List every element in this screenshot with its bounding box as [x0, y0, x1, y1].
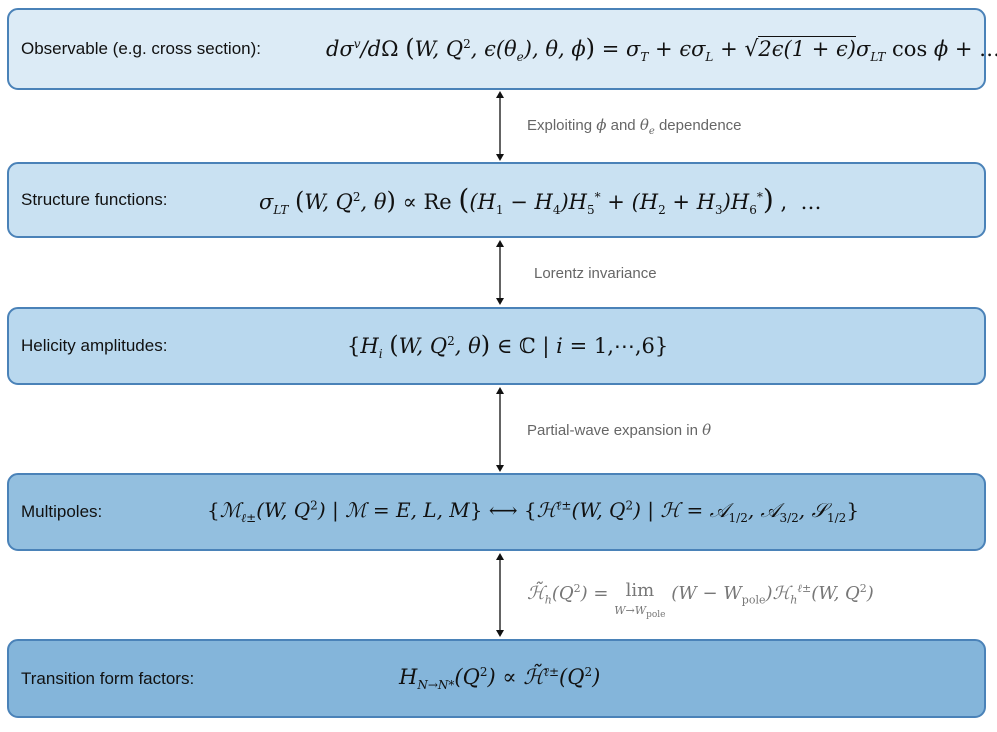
arrow-1 — [496, 91, 504, 161]
arrow-4 — [496, 553, 504, 637]
formula-observable: dσv/dΩ (W, Q2, ϵ(θe), θ, ϕ) = σT + ϵσL +… — [326, 33, 997, 65]
formula-multipoles: {ℳℓ±(W, Q2) | ℳ = E, L, M} ⟷ {ℋℓ±(W, Q2)… — [207, 498, 860, 525]
box-label-helicity-amplitudes: Helicity amplitudes: — [21, 336, 168, 355]
box-multipoles: Multipoles: {ℳℓ±(W, Q2) | ℳ = E, L, M} ⟷… — [7, 473, 986, 551]
transition-note-1: Exploiting ϕ and θe dependence — [527, 116, 742, 137]
formula-transition-form-factors: HN→N*(Q2) ∝ ℋ̃ℓ±(Q2) — [399, 664, 601, 693]
box-label-multipoles: Multipoles: — [21, 502, 103, 521]
box-label-transition-form-factors: Transition form factors: — [21, 668, 195, 688]
arrow-3 — [496, 387, 504, 472]
formula-helicity-amplitudes: {Hi (W, Q2, θ) ∈ ℂ | i = 1,⋯,6} — [347, 330, 669, 362]
transition-note-2: Lorentz invariance — [534, 265, 657, 282]
formula-structure-functions: σLT (W, Q2, θ) ∝ Re ((H1 − H4)H5* + (H2 … — [259, 182, 822, 218]
box-transition-form-factors: Transition form factors: HN→N*(Q2) ∝ ℋ̃ℓ… — [7, 639, 986, 718]
box-helicity-amplitudes: Helicity amplitudes: {Hi (W, Q2, θ) ∈ ℂ … — [7, 307, 986, 385]
arrow-2 — [496, 240, 504, 305]
transition-note-3: Partial-wave expansion in θ — [527, 421, 712, 439]
box-structure-functions: Structure functions: σLT (W, Q2, θ) ∝ Re… — [7, 162, 986, 238]
box-label-observable: Observable (e.g. cross section): — [21, 39, 261, 58]
box-observable: Observable (e.g. cross section): dσv/dΩ … — [7, 8, 997, 90]
box-label-structure-functions: Structure functions: — [21, 190, 168, 209]
